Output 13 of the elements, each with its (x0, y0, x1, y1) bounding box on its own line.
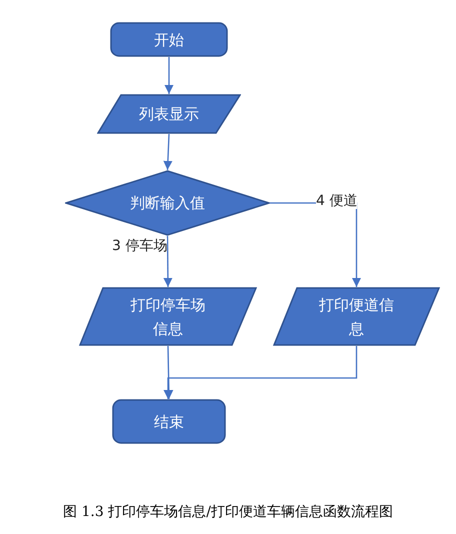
start-terminal: 开始 (110, 22, 228, 57)
edge-label: 3 停车场 (112, 238, 168, 254)
decision-diamond: 判断输入值 (65, 170, 270, 236)
arrow (163, 346, 358, 399)
edge-label: 4 便道 (316, 193, 358, 209)
output-parallelogram: 打印停车场信息 (79, 287, 257, 346)
end-terminal: 结束 (112, 399, 226, 444)
output-parallelogram: 打印便道信息 (273, 287, 440, 346)
display-parallelogram: 列表显示 (97, 94, 241, 134)
arrow (163, 134, 172, 170)
caption: 图 1.3 打印停车场信息/打印便道车辆信息函数流程图 (63, 504, 393, 520)
arrow (163, 236, 172, 287)
arrow (164, 57, 174, 94)
